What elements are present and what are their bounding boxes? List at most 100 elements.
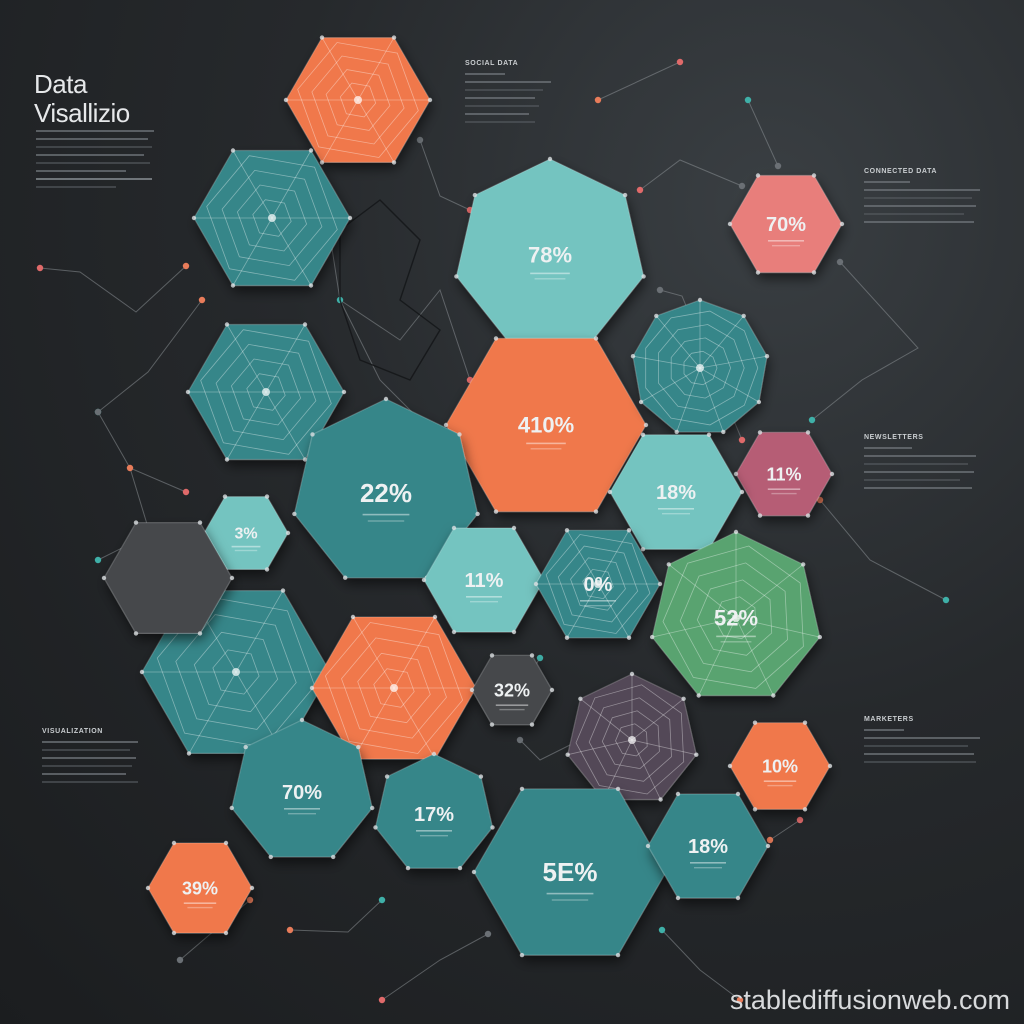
vertex-dot xyxy=(443,422,449,428)
vertex-dot xyxy=(626,635,632,640)
caption-line xyxy=(546,892,594,895)
connector-node xyxy=(246,896,254,904)
hex-teal-bottom-mid: 17% xyxy=(373,751,495,871)
spider-web-pattern xyxy=(536,530,660,638)
vertex-dot xyxy=(383,396,389,402)
connector-node xyxy=(738,436,746,444)
caption-line xyxy=(767,488,801,490)
connector-line xyxy=(769,819,801,841)
vertex-dot xyxy=(384,774,390,779)
vertex-dot xyxy=(405,865,411,871)
vertex-dot xyxy=(615,786,621,792)
vertex-dot xyxy=(674,429,679,435)
vertex-dot xyxy=(310,432,315,437)
vertex-dot xyxy=(197,631,203,636)
hex-teal-web-center: 0% xyxy=(533,528,663,640)
hexagon-sheen xyxy=(204,496,288,570)
caption-line xyxy=(690,862,726,864)
vertex-dot xyxy=(801,562,806,567)
vertex-dot xyxy=(186,751,192,756)
vertex-dot xyxy=(735,895,741,901)
percentage-label: 5E% xyxy=(543,857,598,887)
vertex-dot xyxy=(829,471,835,477)
vertex-dot xyxy=(309,685,315,691)
percentage-label: 70% xyxy=(766,214,806,236)
left-intro-text xyxy=(36,130,154,194)
hexagon-shape xyxy=(231,719,373,858)
vertex-dot xyxy=(490,825,495,830)
vertex-dot xyxy=(805,513,811,518)
vertex-dot xyxy=(658,797,663,802)
vertex-dot xyxy=(694,752,699,757)
vertex-dot xyxy=(593,509,599,514)
caption-line xyxy=(367,520,405,522)
vertex-dot xyxy=(347,215,353,221)
vertex-dot xyxy=(675,895,681,901)
connector-node xyxy=(182,488,190,496)
hex-orange-right: 10% xyxy=(727,720,833,812)
vertex-dot xyxy=(285,530,291,536)
connector-node xyxy=(94,408,102,416)
caption-line xyxy=(584,605,612,607)
connector-node xyxy=(416,136,424,144)
spider-web-pattern xyxy=(286,37,430,163)
vertex-dot xyxy=(696,693,701,698)
caption-line xyxy=(234,549,258,552)
connector-line xyxy=(381,933,489,1001)
vertex-dot xyxy=(373,825,378,830)
caption-line xyxy=(771,492,797,495)
vertex-dot xyxy=(493,336,499,341)
hex-teal-bottom-left: 70% xyxy=(229,717,375,860)
vertex-dot xyxy=(811,270,817,275)
vertex-dot xyxy=(827,763,833,769)
vertex-dot xyxy=(370,805,375,811)
vertex-dot xyxy=(564,528,570,533)
vertex-dot xyxy=(765,843,771,849)
connector-node xyxy=(484,930,492,938)
hexagon-sheen xyxy=(730,175,842,273)
hex-orange-bottom-left: 39% xyxy=(145,840,255,936)
vertex-dot xyxy=(741,313,746,319)
connector-node xyxy=(36,264,44,272)
right-top-heading: CONNECTED DATA xyxy=(864,168,938,175)
vertex-dot xyxy=(756,399,762,405)
vertex-dot xyxy=(268,854,273,860)
vertex-dot xyxy=(640,547,646,552)
caption-line xyxy=(772,245,800,247)
vertex-dot xyxy=(457,432,462,437)
left-bottom-heading: VISUALIZATION xyxy=(42,728,103,735)
vertex-dot xyxy=(771,693,776,698)
vertex-dot xyxy=(197,520,203,525)
vertex-dot xyxy=(697,297,703,303)
caption-line xyxy=(551,899,589,901)
connector-node xyxy=(286,926,294,934)
vertex-dot xyxy=(223,930,229,936)
vertex-dot xyxy=(493,509,499,514)
vertex-dot xyxy=(752,807,758,812)
spider-web-pattern xyxy=(652,532,820,696)
vertex-dot xyxy=(431,751,437,757)
connector-node xyxy=(656,286,664,294)
vertex-dot xyxy=(489,722,495,727)
vertex-dot xyxy=(578,696,583,701)
vertex-dot xyxy=(805,430,811,435)
vertex-dot xyxy=(230,148,236,153)
caption-line xyxy=(580,600,616,602)
connector-line xyxy=(97,299,203,413)
percentage-label: 11% xyxy=(465,570,504,592)
vertex-dot xyxy=(654,313,659,319)
vertex-dot xyxy=(733,471,739,477)
hexagon-sheen xyxy=(231,720,373,857)
title-line-2: Visallizio xyxy=(34,98,130,128)
vertex-dot xyxy=(622,192,628,198)
hex-teal-big-top: 78% xyxy=(454,156,646,344)
hex-teal-web-2 xyxy=(185,322,347,462)
vertex-dot xyxy=(223,840,229,846)
vertex-dot xyxy=(549,687,555,693)
vertex-dot xyxy=(229,805,234,811)
vertex-dot xyxy=(171,930,177,936)
connector-node xyxy=(744,96,752,104)
vertex-dot xyxy=(615,952,621,958)
vertex-dot xyxy=(478,774,484,779)
